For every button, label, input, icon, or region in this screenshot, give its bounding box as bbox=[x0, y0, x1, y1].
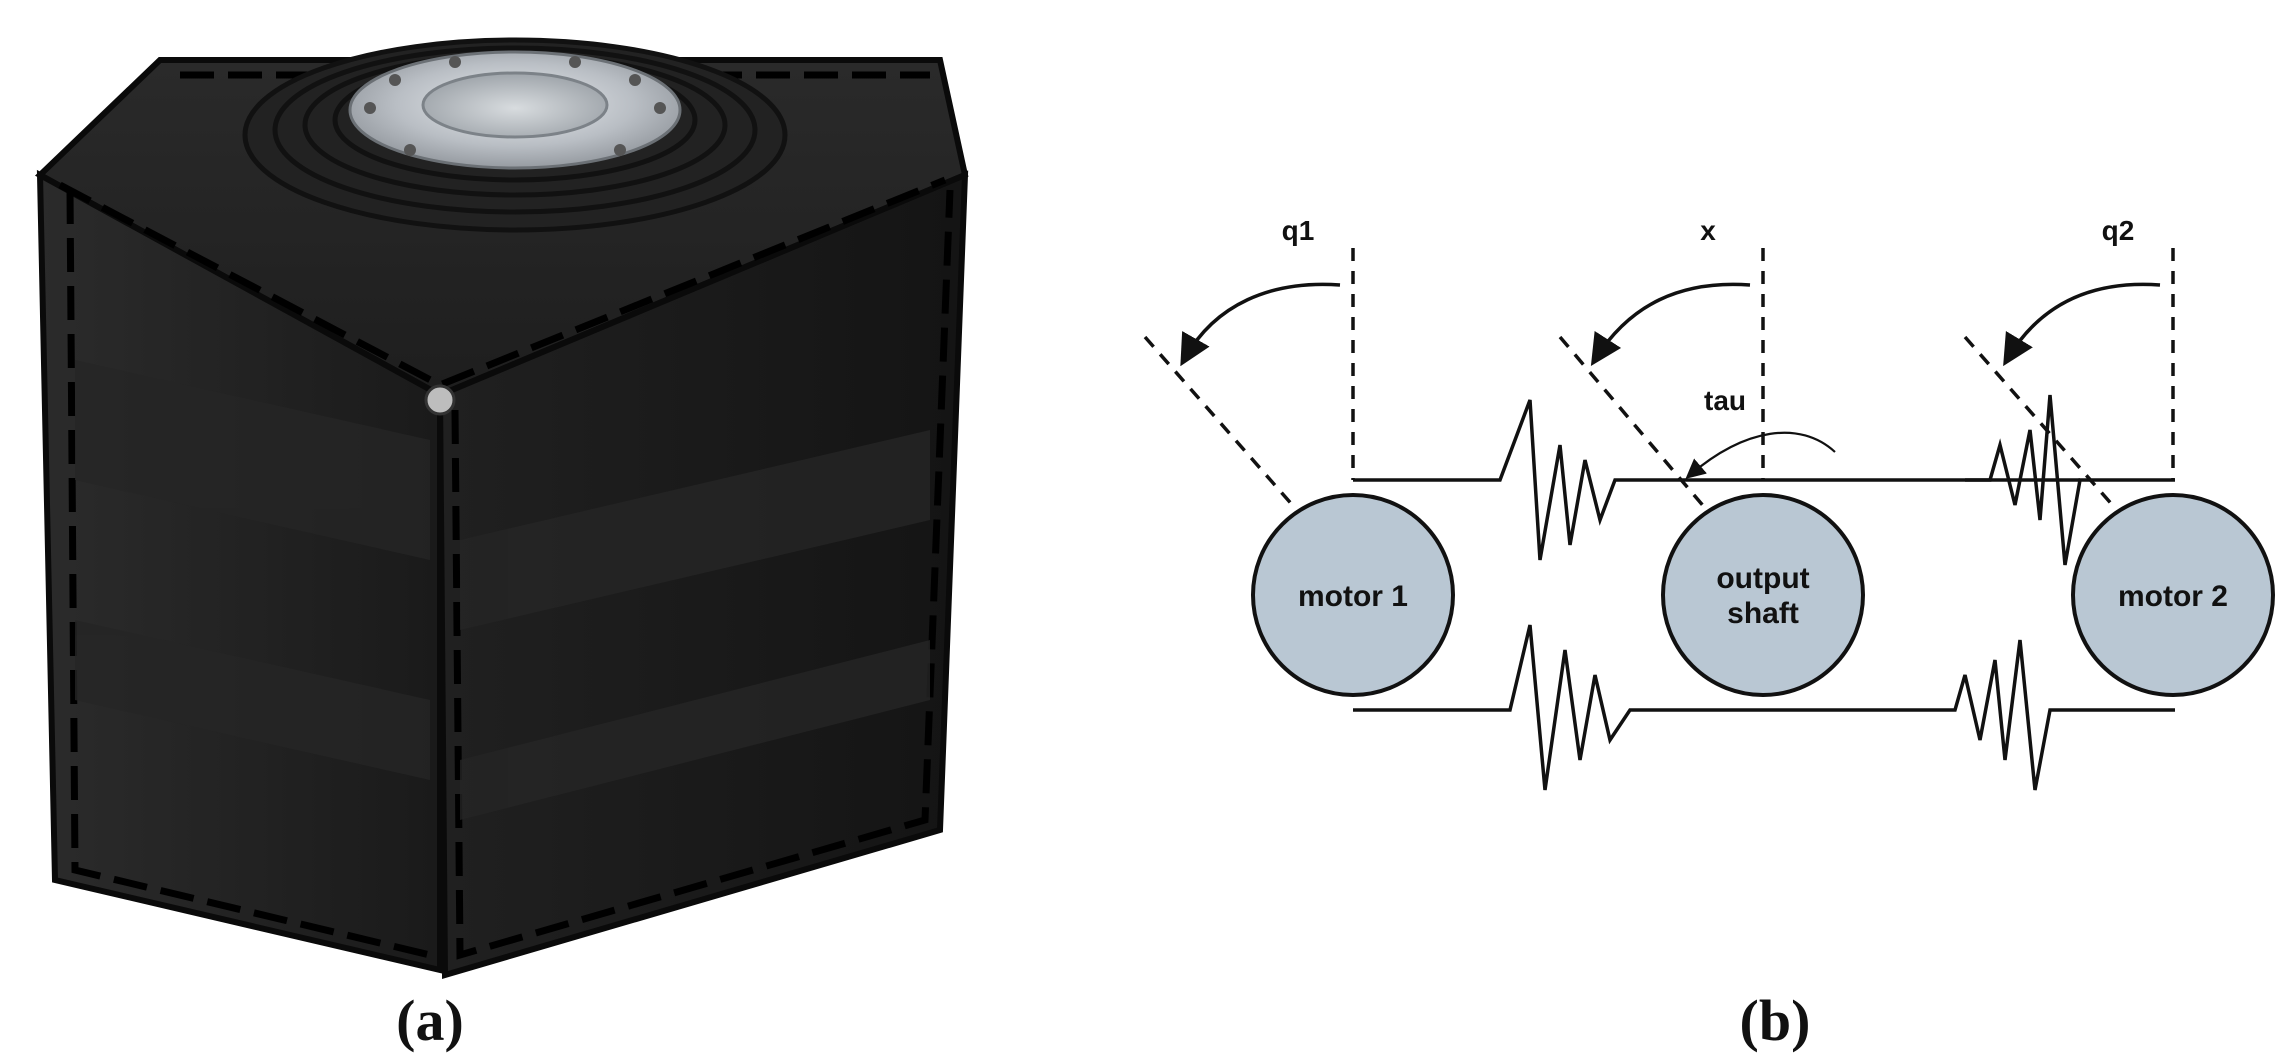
top-cable-right bbox=[1965, 394, 2175, 566]
cube-actuator-photo: (a) bbox=[34, 37, 969, 1053]
q1-label: q1 bbox=[1282, 215, 1315, 246]
corner-screw bbox=[424, 384, 456, 416]
q2-angle-arrow bbox=[2003, 282, 2161, 367]
motor1-node bbox=[1251, 493, 1455, 697]
q2-label: q2 bbox=[2102, 215, 2135, 246]
q2-rotated-line bbox=[1963, 335, 2117, 510]
x-rotated-line bbox=[1558, 335, 1707, 510]
output-shaft-label-line1: output bbox=[1716, 562, 1809, 595]
x-label: x bbox=[1700, 215, 1716, 246]
caption-a: (a) bbox=[396, 988, 464, 1053]
top-cable-left bbox=[1353, 399, 2080, 561]
motor2-node bbox=[2071, 493, 2275, 697]
cube-left-face bbox=[36, 169, 443, 974]
q1-angle-arrow bbox=[1180, 282, 1341, 367]
panel-a-photo: (a) bbox=[0, 0, 1040, 1058]
bottom-cable-right bbox=[1775, 639, 2175, 791]
panel-b-diagram: motor 1 output shaft motor 2 q1 x q2 tau… bbox=[1040, 0, 2279, 1058]
x-angle-arrow bbox=[1590, 282, 1751, 366]
output-shaft-label-line2: shaft bbox=[1727, 597, 1799, 630]
motor2-label: motor 2 bbox=[2118, 580, 2228, 613]
caption-b: (b) bbox=[1740, 988, 1811, 1053]
tau-torque-arrow bbox=[1685, 431, 1836, 479]
output-shaft-node bbox=[1661, 493, 1865, 697]
tau-label: tau bbox=[1704, 385, 1746, 416]
output-bore bbox=[421, 71, 609, 139]
flange-bolt-holes bbox=[364, 56, 666, 156]
motor1-label: motor 1 bbox=[1298, 580, 1408, 613]
antagonistic-actuator-diagram: motor 1 output shaft motor 2 q1 x q2 tau… bbox=[1143, 215, 2275, 1053]
cube-bands bbox=[75, 360, 930, 820]
q1-rotated-line bbox=[1143, 335, 1297, 510]
bottom-cable-left bbox=[1353, 624, 1775, 791]
